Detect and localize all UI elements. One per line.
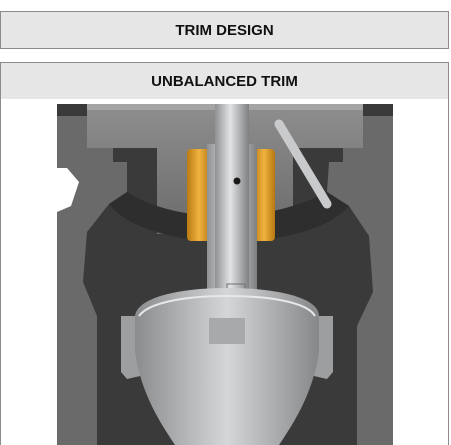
packing-ring-right bbox=[253, 149, 275, 241]
packing-ring-left bbox=[187, 149, 211, 241]
angled-pin bbox=[274, 119, 332, 209]
body-section-left bbox=[57, 116, 127, 445]
plug-upper-rim bbox=[138, 294, 316, 317]
body-section-right bbox=[327, 116, 393, 445]
valve-cutaway-illustration bbox=[57, 104, 393, 445]
stem-pin-hole bbox=[233, 177, 241, 185]
valve-stem bbox=[215, 104, 249, 324]
plug-neck bbox=[209, 318, 245, 344]
valve-plug bbox=[135, 288, 319, 445]
table-header-trim-design: TRIM DESIGN bbox=[0, 11, 449, 49]
table-subheader-unbalanced-trim: UNBALANCED TRIM bbox=[0, 62, 449, 100]
image-cell bbox=[0, 99, 449, 445]
side-port-opening bbox=[57, 168, 79, 212]
